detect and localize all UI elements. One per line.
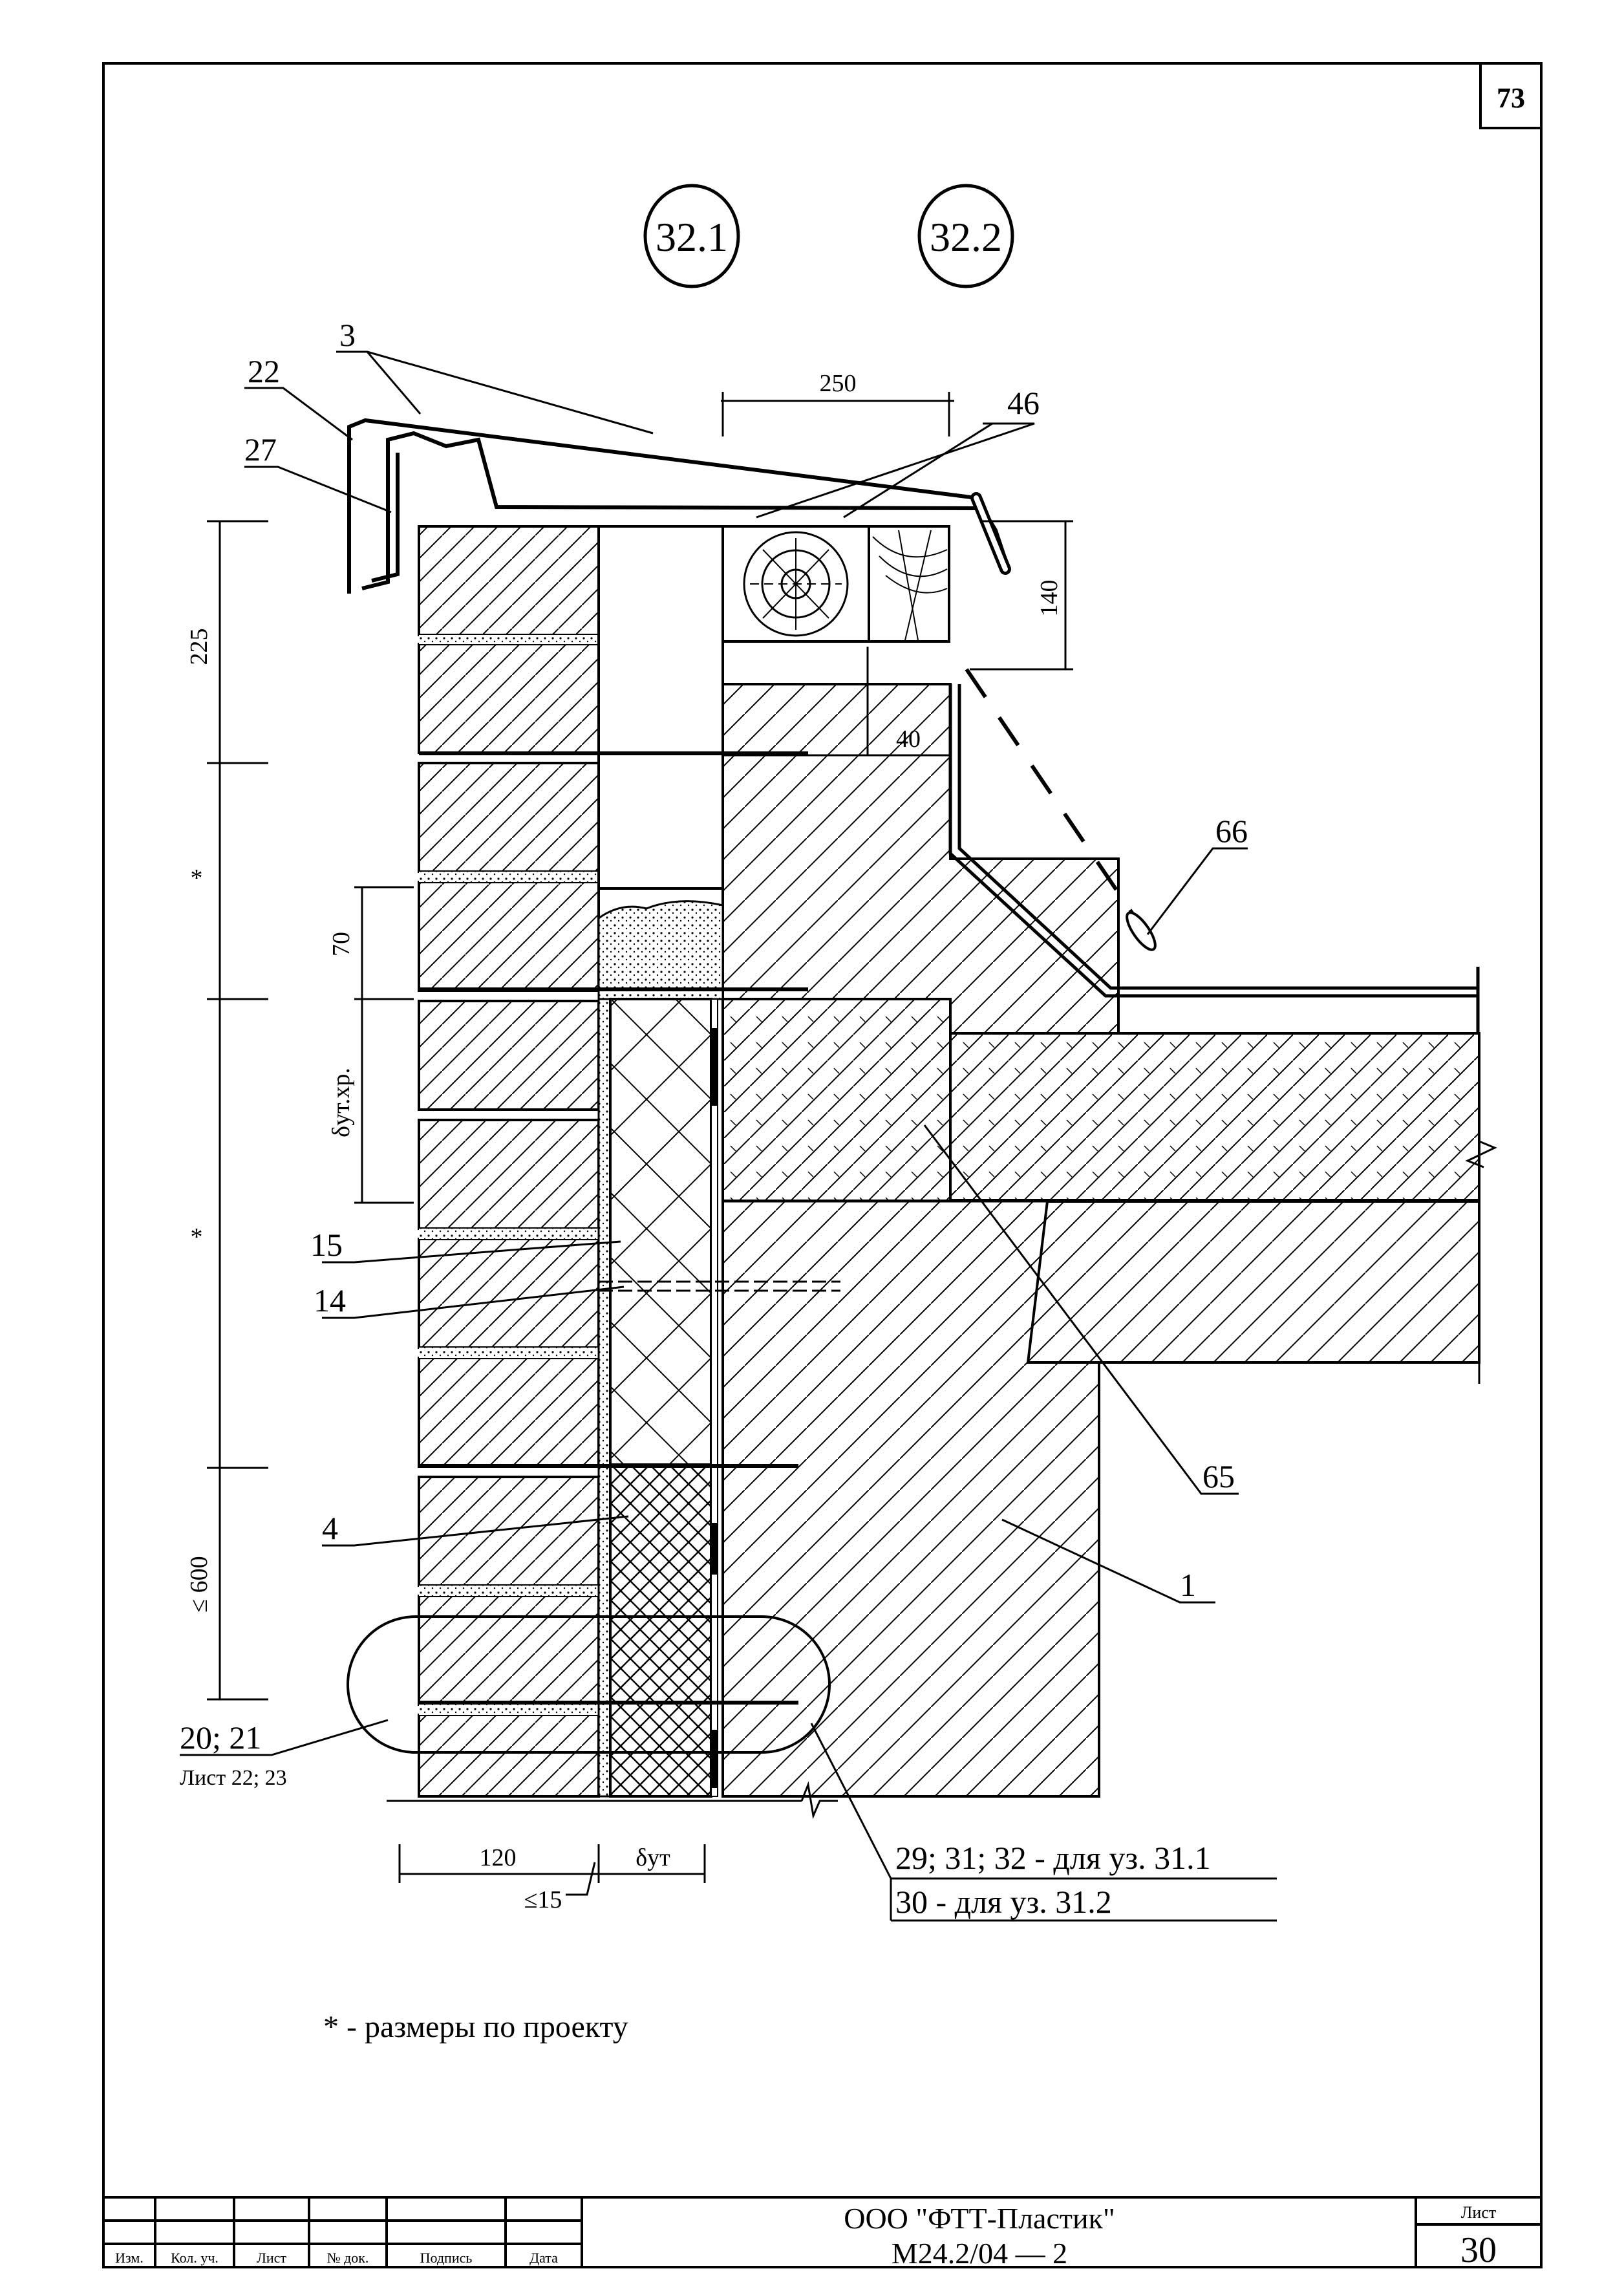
- dim-70: 70: [328, 932, 355, 956]
- dim-star-1: *: [191, 865, 203, 892]
- dim-delta-ut: δут: [636, 1844, 670, 1871]
- dowel-anchor: [599, 1280, 840, 1292]
- callout-29-31-32: 29; 31; 32 - для уз. 31.1: [895, 1840, 1211, 1876]
- brick-facing: [418, 525, 600, 1798]
- floor-slab: [949, 1032, 1480, 1364]
- node-marker-32-2-label: 32.2: [930, 214, 1002, 260]
- callout-46: 46: [1007, 385, 1040, 421]
- leader-lines: [180, 350, 1277, 1922]
- header-doc: № док.: [327, 2250, 369, 2266]
- sheet-label: Лист: [1461, 2203, 1496, 2222]
- callout-27: 27: [244, 431, 277, 468]
- dim-120: 120: [480, 1844, 517, 1871]
- callout-15: 15: [310, 1227, 343, 1263]
- header-date: Дата: [529, 2250, 558, 2266]
- callout-3: 3: [339, 317, 356, 353]
- callout-4: 4: [322, 1510, 338, 1546]
- dimension-labels: 250 140 40 225 70 δут.хр. ≤ 600 120 ≤15 …: [186, 370, 1063, 1913]
- sheet-frame: [102, 62, 1543, 2268]
- sheet-number: 30: [1460, 2230, 1497, 2270]
- callout-30: 30 - для уз. 31.2: [895, 1884, 1112, 1920]
- air-gap: [597, 525, 724, 1798]
- callout-20-21: 20; 21: [180, 1719, 261, 1756]
- fire-barrier-insulation: [609, 1463, 712, 1798]
- mortar-joints: [419, 635, 599, 1715]
- callout-66: 66: [1215, 813, 1248, 849]
- parapet-coping: [347, 418, 1011, 594]
- callout-22: 22: [248, 353, 280, 389]
- header-list: Лист: [257, 2250, 286, 2266]
- dim-600: ≤ 600: [186, 1556, 213, 1612]
- title-block-headers: Изм. Кол. уч. Лист № док. Подпись Дата: [115, 2250, 558, 2266]
- dim-140: 140: [1036, 580, 1063, 617]
- slab-edge-insulation: [721, 998, 952, 1202]
- callout-1: 1: [1180, 1567, 1196, 1603]
- header-signature: Подпись: [420, 2250, 473, 2266]
- timber-blocks: [721, 525, 950, 643]
- vapor-barrier: [710, 998, 718, 1797]
- header-kol-uch: Кол. уч.: [171, 2250, 219, 2266]
- dim-250: 250: [820, 370, 857, 397]
- node-marker-32-1: 32.1: [643, 184, 740, 288]
- node-marker-32-1-label: 32.1: [656, 214, 728, 260]
- callout-20-21-ref: Лист 22; 23: [180, 1766, 287, 1790]
- header-izm: Изм.: [115, 2250, 144, 2266]
- callout-labels: 22 27 46 3 66 15 14 65 4 1 20; 21 Лист 2…: [180, 317, 1248, 1920]
- wall-ties: [419, 751, 808, 1705]
- sheet-corner-number: 73: [1497, 82, 1525, 114]
- dim-star-2: *: [191, 1223, 203, 1251]
- dimension-lines: [207, 392, 1497, 1883]
- dim-insulation-thickness: δут.хр.: [328, 1068, 355, 1137]
- dim-15: ≤15: [524, 1886, 562, 1913]
- company-name: ООО "ФТТ-Пластик": [844, 2202, 1115, 2235]
- node-marker-32-2: 32.2: [917, 184, 1014, 288]
- detail-callout-20-21: [347, 1615, 831, 1754]
- callout-65: 65: [1202, 1458, 1235, 1494]
- insulation-board: [609, 998, 712, 1466]
- callout-14: 14: [314, 1282, 346, 1319]
- drainage-pipe: [965, 668, 1157, 951]
- title-block: [103, 2196, 1541, 2267]
- dim-40: 40: [896, 726, 921, 753]
- document-code: М24.2/04 — 2: [892, 2237, 1067, 2270]
- note-dimensions-by-project: * - размеры по проекту: [323, 2010, 628, 2044]
- roof-flashing: [948, 684, 1480, 1035]
- dim-225: 225: [186, 629, 213, 665]
